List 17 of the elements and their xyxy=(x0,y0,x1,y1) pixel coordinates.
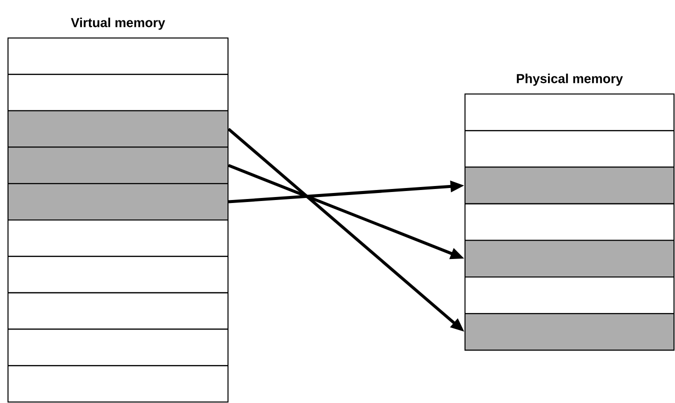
memory-block xyxy=(8,292,228,330)
shaded-memory-block xyxy=(464,166,674,204)
memory-block xyxy=(8,220,228,257)
memory-block xyxy=(464,94,674,132)
memory-column: Physical memory xyxy=(464,74,674,351)
shaded-memory-block xyxy=(8,146,228,184)
node-label: Virtual memory xyxy=(70,18,166,30)
memory-block xyxy=(8,38,228,75)
shaded-memory-block xyxy=(464,313,674,351)
memory-column: Virtual memory xyxy=(8,18,228,402)
memory-block xyxy=(8,256,228,294)
shaded-memory-block xyxy=(8,183,228,220)
memory-block xyxy=(8,328,228,366)
node-label: Physical memory xyxy=(516,74,623,86)
memory-block xyxy=(8,365,228,402)
shaded-memory-block xyxy=(8,110,228,148)
shaded-memory-block xyxy=(464,240,674,278)
